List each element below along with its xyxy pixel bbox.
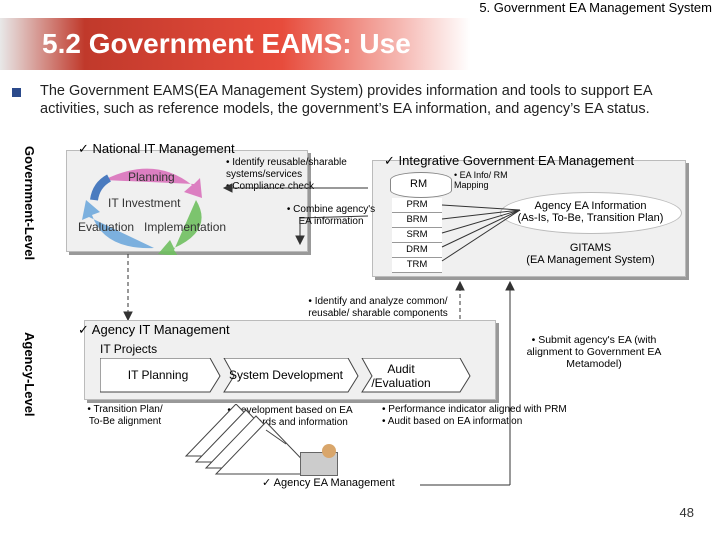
cycle-implementation: Implementation <box>144 220 227 234</box>
note-combine: • Combine agency's EA information <box>286 204 376 227</box>
rm-srm: SRM <box>392 228 442 243</box>
cycle-planning: Planning <box>128 170 175 184</box>
cycle-arrow-left <box>82 200 154 249</box>
rm-cylinder-top <box>390 172 452 198</box>
integrated-title: ✓ Integrative Government EA Management <box>384 153 635 168</box>
cycle-arrow-right <box>158 200 202 255</box>
cycle-diagram <box>82 168 202 255</box>
section-label: 5. Government EA Management System <box>479 0 712 15</box>
government-level-label: Government-Level <box>22 146 37 261</box>
ea-info-shape <box>500 192 682 234</box>
ea-info: Agency EA Information (As-Is, To-Be, Tra… <box>517 200 664 224</box>
step-arrow-3 <box>361 358 471 393</box>
title-bar <box>0 18 470 70</box>
page-number: 48 <box>679 505 694 520</box>
note-transition-plan: • Transition Plan/ To-Be alignment <box>87 404 163 427</box>
step-arrow-1 <box>100 358 221 393</box>
rm-brm: BRM <box>392 213 442 228</box>
note-development: • Development based on EA standards and … <box>227 405 353 428</box>
step-audit: Audit /Evaluation <box>371 362 431 390</box>
bullet-square <box>12 88 21 97</box>
note-performance: • Performance indicator aligned with PRM… <box>382 404 567 427</box>
agency-steps-arrows <box>100 358 471 393</box>
rm-trm: TRM <box>392 258 442 273</box>
cycle-evaluation: Evaluation <box>78 220 135 234</box>
national-title: ✓ National IT Management <box>78 141 235 156</box>
rm-items: PRM BRM SRM DRM TRM <box>392 198 442 273</box>
gitams: GITAMS (EA Management System) <box>526 242 655 266</box>
agency-title: ✓ Agency IT Management <box>78 322 230 337</box>
intro-text: The Government EAMS(EA Management System… <box>40 83 652 117</box>
cycle-arrow-top <box>104 168 202 198</box>
agency-ea-pyramids <box>184 404 318 475</box>
submit-note: • Submit agency's EA (with alignment to … <box>526 334 662 370</box>
rm-drm: DRM <box>392 243 442 258</box>
step-it-planning: IT Planning <box>127 368 189 382</box>
cycle-investment: IT Investment <box>108 196 181 210</box>
cycle-arrow-join <box>90 174 112 201</box>
it-projects-label: IT Projects <box>100 342 158 356</box>
rm-prm: PRM <box>392 198 442 213</box>
agency-level-label: Agency-Level <box>22 332 37 417</box>
rm-label: RM <box>410 178 428 190</box>
rm-mapping-note: • EA Info/ RM Mapping <box>454 170 508 190</box>
step-system-development: System Development <box>228 368 344 382</box>
pyramid-link <box>265 429 287 445</box>
agency-ea-mgmt-label: ✓ Agency EA Management <box>262 477 395 489</box>
step-arrow-2 <box>223 358 359 393</box>
identify-note: • Identify and analyze common/ reusable/… <box>308 296 448 319</box>
page-title: 5.2 Government EAMS: Use <box>42 28 411 59</box>
user-icon <box>322 444 336 458</box>
